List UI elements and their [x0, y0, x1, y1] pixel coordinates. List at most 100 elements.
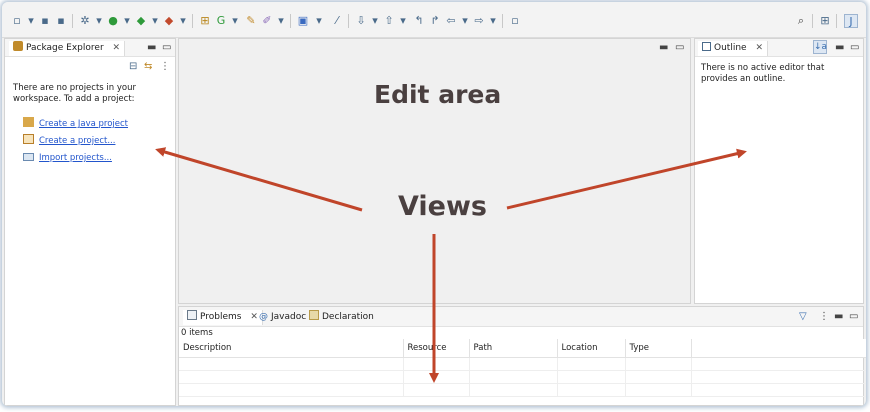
item-count: 0 items	[181, 328, 213, 338]
maximize-icon[interactable]: ▭	[675, 42, 685, 53]
tab-declaration[interactable]: Declaration	[309, 310, 374, 325]
package-explorer-tabbar: Package Explorer ✕ ▬ ▭	[5, 39, 175, 57]
column-header[interactable]: Resource	[403, 339, 470, 358]
import-icon	[23, 153, 34, 161]
sort-icon[interactable]: ↓a	[813, 40, 828, 54]
new-icon[interactable]: ▫	[13, 14, 21, 27]
new-class-icon[interactable]: G	[216, 14, 226, 27]
maximize-icon[interactable]: ▭	[162, 42, 172, 53]
close-icon[interactable]: ✕	[755, 43, 763, 53]
outline-icon	[702, 42, 711, 51]
back-icon[interactable]: ⇦	[446, 14, 456, 27]
dropdown-icon[interactable]: ▾	[372, 14, 378, 27]
tab-javadoc[interactable]: @Javadoc	[259, 310, 306, 325]
table-row	[179, 383, 866, 397]
open-type-icon[interactable]: ✎	[246, 14, 256, 27]
views-annotation: Views	[398, 191, 488, 222]
tab-outline[interactable]: Outline ✕	[698, 41, 768, 56]
column-header[interactable]: Description	[179, 339, 404, 358]
column-header[interactable]: Type	[625, 339, 692, 358]
close-icon[interactable]: ✕	[250, 312, 258, 322]
debug-icon[interactable]: ✲	[80, 14, 90, 27]
view-menu-icon[interactable]: ⋮	[160, 61, 170, 72]
tab-problems[interactable]: Problems ✕	[183, 310, 263, 325]
eclipse-window: ▫ ▾ ▪ ▪ ✲ ▾ ● ▾ ◆ ▾ ◆ ▾ ⊞ G ▾ ✎ ✐ ▾ ▣ ▾ …	[2, 2, 866, 406]
dropdown-icon[interactable]: ▾	[28, 14, 34, 27]
dropdown-icon[interactable]: ▾	[124, 14, 130, 27]
minimize-icon[interactable]: ▬	[147, 42, 157, 53]
package-explorer-view: Package Explorer ✕ ▬ ▭ ⊟ ⇆ ⋮ There are n…	[4, 38, 176, 406]
maximize-icon[interactable]: ▭	[850, 42, 860, 53]
dropdown-icon[interactable]: ▾	[180, 14, 186, 27]
column-header[interactable]: Location	[557, 339, 626, 358]
link-with-editor-icon[interactable]: ⇆	[144, 61, 153, 72]
link-row-java-project[interactable]: Create a Java project	[23, 111, 128, 130]
new-project-icon	[23, 134, 34, 144]
java-perspective-icon[interactable]: J	[844, 14, 858, 28]
table-header-row: Description Resource Path Location Type	[179, 339, 866, 358]
declaration-icon	[309, 310, 319, 320]
forward-icon[interactable]: ⇨	[474, 14, 484, 27]
close-icon[interactable]: ✕	[112, 43, 121, 53]
problems-icon	[187, 310, 197, 320]
coverage-icon[interactable]: ◆	[136, 14, 146, 27]
javadoc-icon: @	[259, 312, 268, 322]
run-icon[interactable]: ●	[108, 14, 118, 27]
next-annotation-icon[interactable]: ⇩	[356, 14, 366, 27]
main-toolbar: ▫ ▾ ▪ ▪ ✲ ▾ ● ▾ ◆ ▾ ◆ ▾ ⊞ G ▾ ✎ ✐ ▾ ▣ ▾ …	[2, 2, 866, 38]
dropdown-icon[interactable]: ▾	[316, 14, 322, 27]
minimize-icon[interactable]: ▬	[659, 42, 669, 53]
dropdown-icon[interactable]: ▾	[232, 14, 238, 27]
search-icon[interactable]: ⌕	[797, 14, 805, 27]
new-package-icon[interactable]: ⊞	[200, 14, 210, 27]
prev-annotation-icon[interactable]: ⇧	[384, 14, 394, 27]
toggle-mark-icon[interactable]: ⁄	[336, 14, 338, 27]
no-outline-message: There is no active editor that provides …	[701, 63, 825, 84]
search-tool-icon[interactable]: ✐	[262, 14, 272, 27]
table-row	[179, 357, 866, 371]
annotation-arrows	[155, 147, 747, 383]
outline-view: Outline ✕ ↓a ▬ ▭ There is no active edit…	[694, 38, 864, 304]
dropdown-icon[interactable]: ▾	[462, 14, 468, 27]
dropdown-icon[interactable]: ▾	[96, 14, 102, 27]
dropdown-icon[interactable]: ▾	[400, 14, 406, 27]
minimize-icon[interactable]: ▬	[834, 311, 844, 322]
link-row-project[interactable]: Create a project...	[23, 128, 115, 147]
view-menu-icon[interactable]: ⋮	[819, 311, 829, 322]
problems-tab-label: Problems	[200, 312, 242, 322]
column-header-filler	[691, 339, 866, 358]
arrow-to-package-explorer	[155, 147, 363, 212]
table-row	[179, 370, 866, 384]
save-icon[interactable]: ▪	[41, 14, 49, 27]
create-java-project-link[interactable]: Create a Java project	[39, 119, 129, 129]
link-row-import[interactable]: Import projects...	[23, 145, 112, 164]
dropdown-icon[interactable]: ▾	[490, 14, 496, 27]
problems-table: Description Resource Path Location Type	[179, 339, 866, 397]
open-perspective-icon[interactable]: ⊞	[820, 14, 830, 27]
save-all-icon[interactable]: ▪	[57, 14, 65, 27]
import-projects-link[interactable]: Import projects...	[39, 153, 112, 163]
problems-view: Problems ✕ @Javadoc Declaration ▽ ⋮ ▬ ▭ …	[178, 306, 866, 406]
outline-tab-label: Outline	[714, 43, 747, 53]
forward-edit-icon[interactable]: ↱	[430, 14, 440, 27]
outline-tabbar: Outline ✕ ↓a ▬ ▭	[695, 39, 863, 57]
dropdown-icon[interactable]: ▾	[152, 14, 158, 27]
tab-package-explorer[interactable]: Package Explorer ✕	[9, 41, 126, 56]
create-project-link[interactable]: Create a project...	[39, 136, 116, 146]
javadoc-tab-label: Javadoc	[271, 312, 307, 322]
bottom-tabbar: Problems ✕ @Javadoc Declaration ▽ ⋮ ▬ ▭	[179, 307, 863, 327]
package-explorer-tab-label: Package Explorer	[26, 43, 104, 53]
collapse-all-icon[interactable]: ⊟	[129, 61, 138, 72]
dropdown-icon[interactable]: ▾	[278, 14, 284, 27]
column-header[interactable]: Path	[469, 339, 558, 358]
maximize-icon[interactable]: ▭	[849, 311, 859, 322]
edit-area-annotation: Edit area	[374, 80, 502, 109]
last-edit-icon[interactable]: ↰	[414, 14, 424, 27]
open-task-icon[interactable]: ▣	[297, 14, 309, 27]
filter-icon[interactable]: ▽	[799, 311, 807, 322]
declaration-tab-label: Declaration	[322, 312, 374, 322]
pin-editor-icon[interactable]: ▫	[511, 14, 519, 27]
minimize-icon[interactable]: ▬	[835, 42, 845, 53]
package-explorer-icon	[13, 41, 23, 51]
external-tools-icon[interactable]: ◆	[164, 14, 174, 27]
